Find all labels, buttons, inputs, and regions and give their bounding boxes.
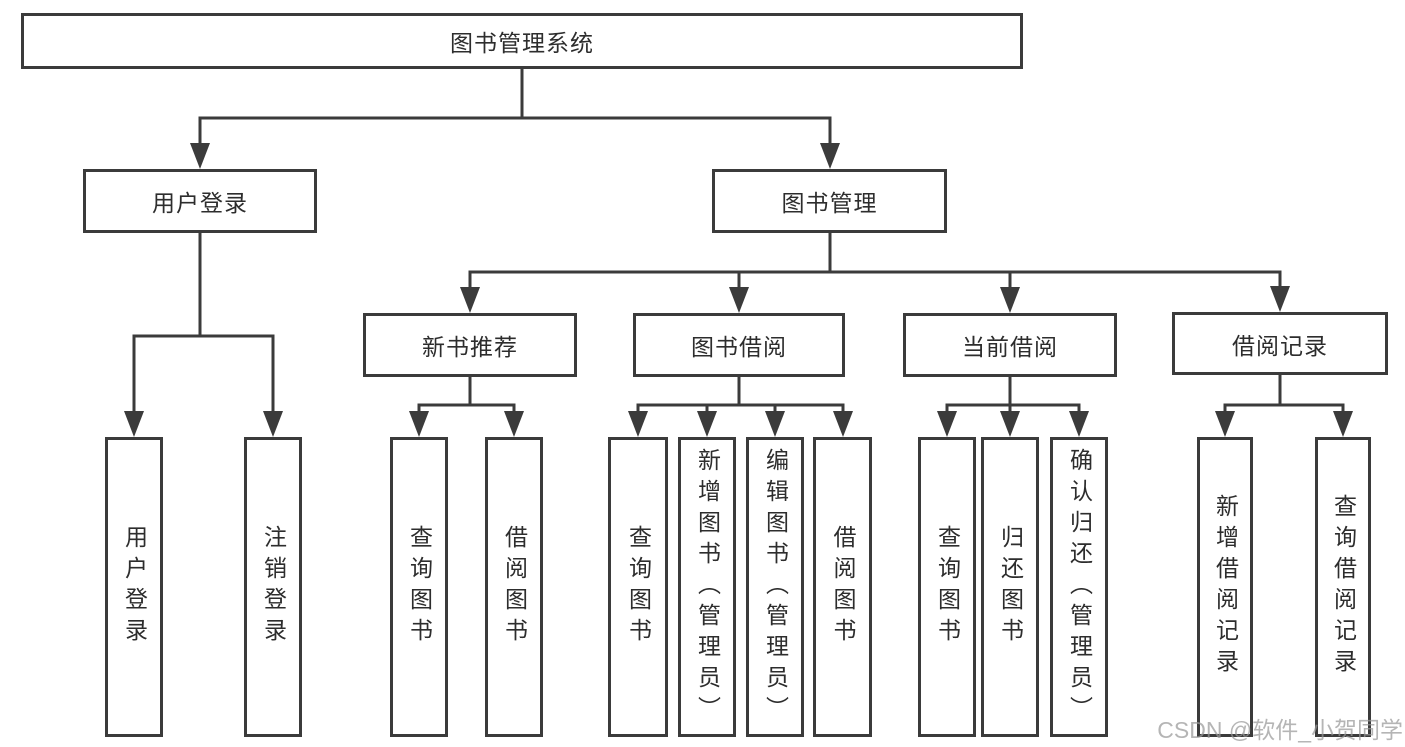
watermark: CSDN @软件_小贺同学 (1157, 717, 1403, 743)
leaf-records-add-record: 新增借阅记录 (1197, 437, 1253, 737)
leaf-records-query-record-label: 查询借阅记录 (1330, 494, 1357, 680)
node-book-management: 图书管理 (712, 169, 947, 233)
node-current-borrowing: 当前借阅 (903, 313, 1117, 377)
leaf-user-login: 用户登录 (105, 437, 163, 737)
leaf-newbook-borrow-books: 借阅图书 (485, 437, 543, 737)
leaf-borrow-borrow-books-label: 借阅图书 (830, 525, 856, 649)
leaf-borrow-edit-books-admin-label: 编辑图书（管理员） (762, 447, 789, 727)
leaf-newbook-borrow-books-label: 借阅图书 (501, 525, 528, 649)
leaf-current-confirm-return-admin: 确认归还（管理员） (1050, 437, 1108, 737)
leaf-user-login-label: 用户登录 (121, 525, 148, 649)
node-new-book-recommend: 新书推荐 (363, 313, 577, 377)
node-book-management-label: 图书管理 (781, 190, 878, 216)
node-library-system-label: 图书管理系统 (450, 30, 594, 56)
node-borrowing-records-label: 借阅记录 (1232, 332, 1328, 359)
leaf-current-query-books-label: 查询图书 (934, 525, 961, 649)
leaf-newbook-query-books: 查询图书 (390, 437, 448, 737)
node-user-login: 用户登录 (83, 169, 317, 233)
leaf-borrow-edit-books-admin: 编辑图书（管理员） (746, 437, 804, 737)
leaf-borrow-borrow-books: 借阅图书 (813, 437, 872, 737)
leaf-records-query-record: 查询借阅记录 (1315, 437, 1371, 737)
leaf-logout: 注销登录 (244, 437, 302, 737)
node-current-borrowing-label: 当前借阅 (962, 334, 1058, 360)
node-new-book-recommend-label: 新书推荐 (422, 334, 518, 360)
leaf-borrow-query-books-label: 查询图书 (625, 525, 652, 649)
node-user-login-label: 用户登录 (152, 190, 248, 216)
leaf-newbook-query-books-label: 查询图书 (406, 525, 433, 649)
node-library-system: 图书管理系统 (21, 13, 1023, 69)
leaf-borrow-add-books-admin-label: 新增图书（管理员） (694, 447, 721, 727)
leaf-current-return-books: 归还图书 (981, 437, 1039, 737)
leaf-logout-label: 注销登录 (260, 525, 287, 649)
leaf-current-confirm-return-admin-label: 确认归还（管理员） (1066, 447, 1093, 727)
leaf-borrow-add-books-admin: 新增图书（管理员） (678, 437, 736, 737)
leaf-current-return-books-label: 归还图书 (997, 525, 1024, 649)
node-book-borrowing: 图书借阅 (633, 313, 845, 377)
leaf-current-query-books: 查询图书 (918, 437, 976, 737)
node-book-borrowing-label: 图书借阅 (691, 334, 787, 360)
leaf-records-add-record-label: 新增借阅记录 (1212, 494, 1239, 680)
node-borrowing-records: 借阅记录 (1172, 312, 1388, 375)
leaf-borrow-query-books: 查询图书 (608, 437, 668, 737)
